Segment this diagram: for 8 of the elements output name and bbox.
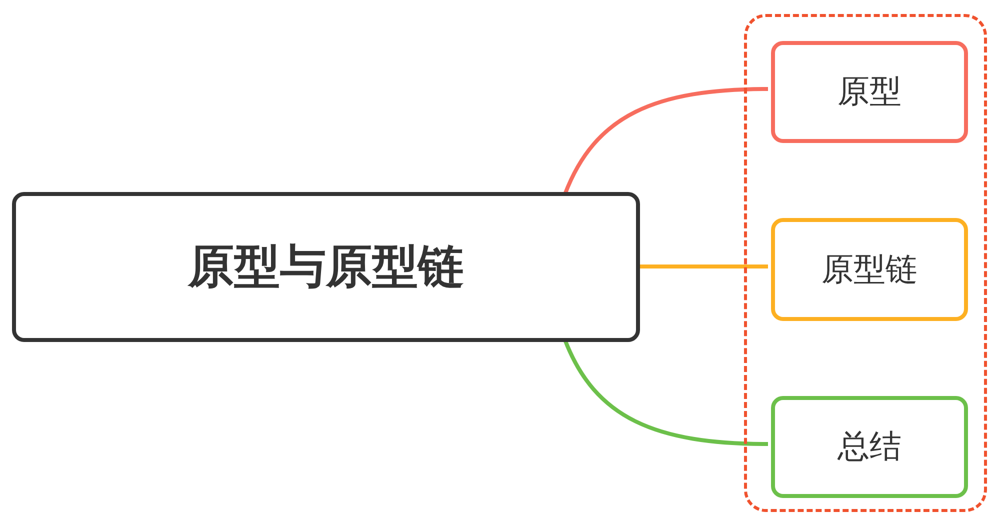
subtopic-box: 原型 <box>771 41 968 143</box>
connector-line <box>640 264 768 268</box>
subtopic-box: 原型链 <box>771 218 968 321</box>
subtopic-box: 总结 <box>771 396 968 498</box>
connector-line <box>563 339 768 446</box>
connector-line <box>563 87 768 195</box>
group-frame <box>744 14 987 512</box>
topic-box: 原型与原型链 <box>12 192 640 342</box>
